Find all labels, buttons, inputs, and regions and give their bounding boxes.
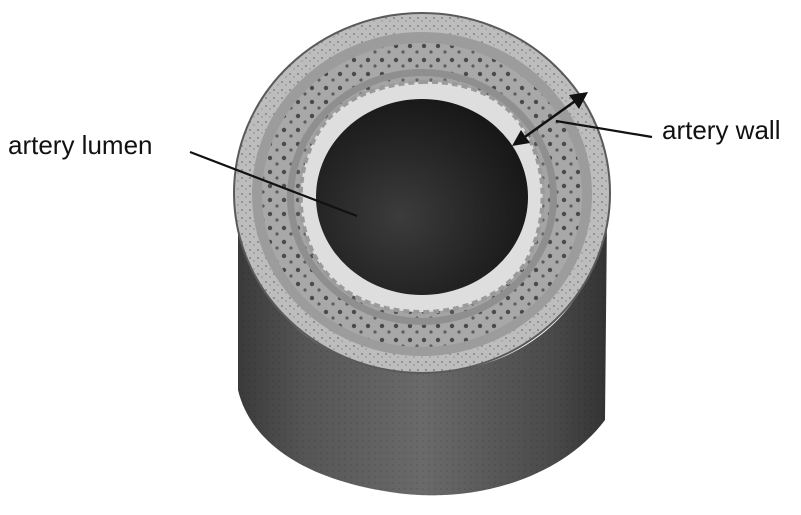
- lumen: [316, 99, 528, 295]
- cross-section: [234, 13, 610, 373]
- artery-lumen-label: artery lumen: [8, 132, 153, 158]
- artery-wall-label: artery wall: [662, 117, 780, 143]
